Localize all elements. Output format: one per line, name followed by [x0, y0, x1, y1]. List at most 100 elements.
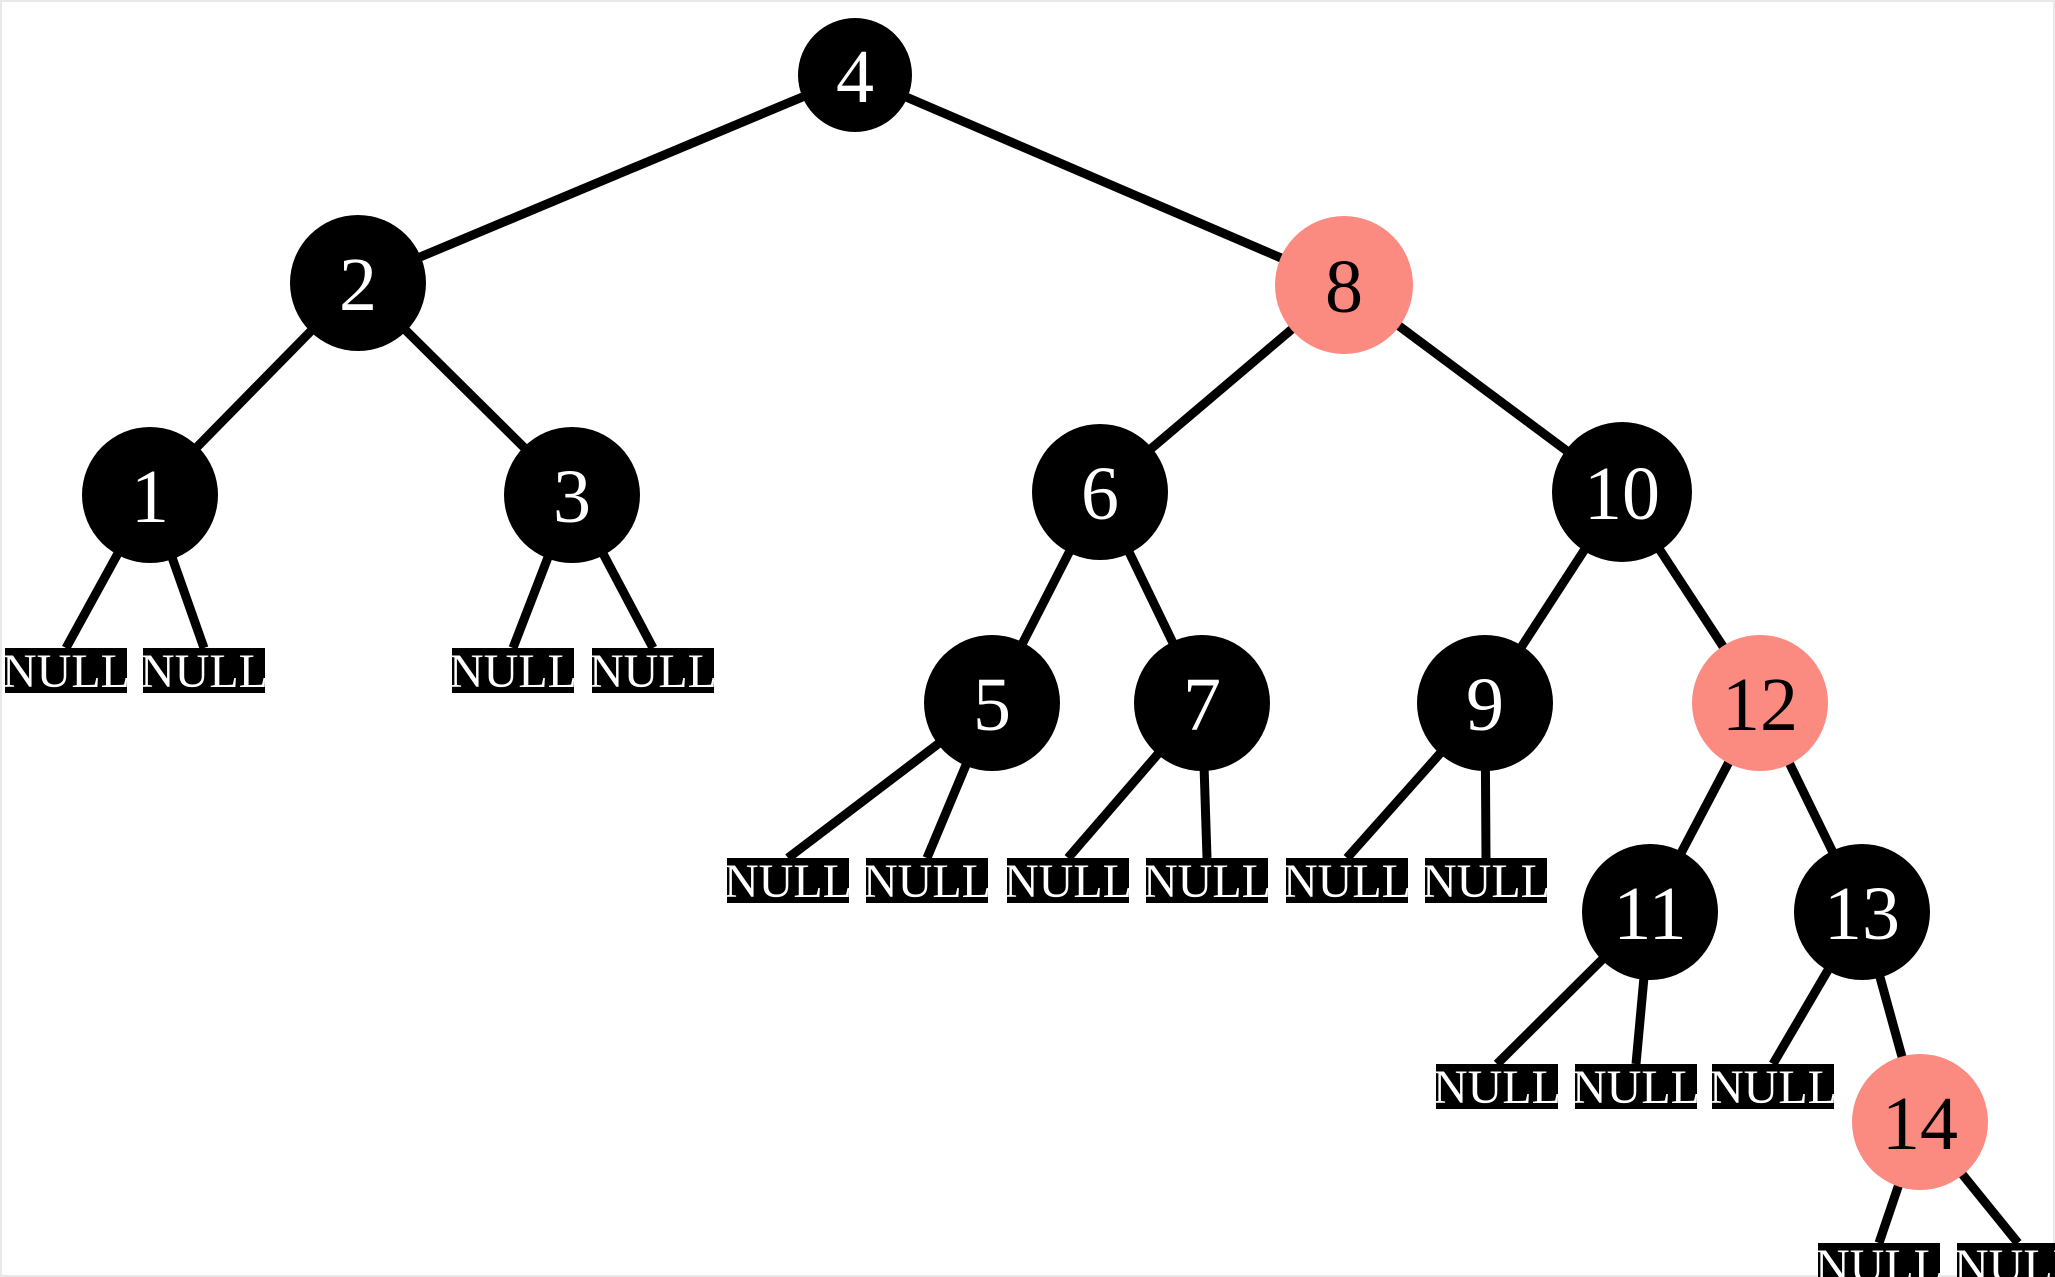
node-circle[interactable]: [1582, 844, 1718, 980]
tree-node-11[interactable]: 11: [1582, 844, 1718, 980]
tree-null-edge: [1493, 955, 1607, 1068]
tree-edge: [1395, 321, 1571, 455]
tree-node-8[interactable]: 8: [1275, 216, 1413, 354]
tree-edge: [1655, 546, 1728, 651]
node-key-label: 2: [339, 243, 377, 327]
null-leaf-box: [1146, 858, 1268, 903]
node-key-label: 14: [1882, 1082, 1958, 1166]
tree-null-edge: [1958, 1170, 2022, 1246]
node-key-label: 4: [836, 35, 874, 119]
tree-node-5[interactable]: 5: [924, 635, 1060, 771]
tree-edge: [1147, 324, 1296, 453]
tree-edge: [1875, 974, 1907, 1060]
node-circle[interactable]: [924, 635, 1060, 771]
null-leaf-label: NULL: [1422, 855, 1550, 908]
null-leaf-box: [1712, 1064, 1834, 1109]
tree-node-9[interactable]: 9: [1417, 635, 1553, 771]
null-leaf-label: NULL: [589, 645, 717, 698]
tree-null-edge: [1343, 749, 1445, 861]
tree-edge: [1784, 760, 1838, 855]
tree-node-1[interactable]: 1: [82, 427, 218, 563]
tree-node-7[interactable]: 7: [1134, 635, 1270, 771]
tree-null-edge: [785, 739, 943, 862]
tree-node-2[interactable]: 2: [290, 215, 426, 351]
null-leaf-box: [1007, 858, 1129, 903]
null-leaf-box: [1425, 858, 1547, 903]
node-circle[interactable]: [1417, 635, 1553, 771]
node-circle[interactable]: [1552, 422, 1692, 562]
tree-node-3[interactable]: 3: [504, 427, 640, 563]
null-leaf: NULL: [1004, 855, 1132, 908]
tree-node-13[interactable]: 13: [1794, 844, 1930, 980]
null-leaf-label: NULL: [1283, 855, 1411, 908]
tree-edge: [1018, 548, 1074, 647]
tree-null-edge: [1199, 768, 1212, 859]
node-key-label: 6: [1081, 452, 1119, 536]
node-circle[interactable]: [1275, 216, 1413, 354]
tree-edge: [417, 92, 807, 262]
node-circle[interactable]: [504, 427, 640, 563]
tree-node-12[interactable]: 12: [1692, 635, 1828, 771]
node-key-label: 7: [1183, 663, 1221, 747]
node-circle[interactable]: [1692, 635, 1828, 771]
node-key-label: 5: [973, 663, 1011, 747]
tree-edge: [1676, 759, 1734, 856]
null-leaf: NULL: [1709, 1061, 1837, 1114]
node-circle[interactable]: [1032, 424, 1168, 560]
null-leaf-box: [1286, 858, 1408, 903]
null-leaf-label: NULL: [724, 855, 852, 908]
node-key-label: 9: [1466, 663, 1504, 747]
tree-null-edge: [62, 550, 123, 651]
null-leaf-box: [592, 648, 714, 693]
null-leaf-label: NULL: [1572, 1061, 1700, 1114]
null-leaf-box: [866, 858, 988, 903]
tree-node-14[interactable]: 14: [1852, 1054, 1988, 1190]
null-leaf-label: NULL: [449, 645, 577, 698]
node-key-label: 11: [1613, 872, 1686, 956]
node-circle[interactable]: [1794, 844, 1930, 980]
tree-null-edge: [1631, 977, 1649, 1065]
null-leaf: NULL: [449, 645, 577, 698]
null-leaf-label: NULL: [1954, 1240, 2055, 1277]
tree-edge: [1517, 546, 1589, 651]
null-leaf: NULL: [1433, 1061, 1561, 1114]
null-leaf-box: [1575, 1064, 1697, 1109]
null-leaf-label: NULL: [1004, 855, 1132, 908]
tree-node-4[interactable]: 4: [798, 18, 912, 132]
tree-edge: [1124, 549, 1178, 646]
null-leaf-label: NULL: [1143, 855, 1271, 908]
tree-edge: [401, 326, 529, 452]
null-leaf: NULL: [1422, 855, 1550, 908]
node-circle[interactable]: [290, 215, 426, 351]
edges-layer: [62, 92, 2022, 1246]
null-leaf-label: NULL: [2, 645, 130, 698]
node-circle[interactable]: [798, 18, 912, 132]
null-leaf-label: NULL: [1433, 1061, 1561, 1114]
tree-null-edge: [598, 551, 657, 651]
tree-null-edge: [1064, 749, 1163, 861]
tree-null-edge: [167, 555, 209, 650]
tree-null-edge: [1874, 1183, 1904, 1245]
null-leaf-box: [1436, 1064, 1558, 1109]
null-leaf: NULL: [863, 855, 991, 908]
null-leaf-box: [727, 858, 849, 903]
tree-node-10[interactable]: 10: [1552, 422, 1692, 562]
null-leaf-box: [1957, 1243, 2055, 1277]
tree-node-6[interactable]: 6: [1032, 424, 1168, 560]
node-key-label: 3: [553, 455, 591, 539]
tree-edge: [193, 326, 315, 452]
node-circle[interactable]: [1134, 635, 1270, 771]
tree-null-edge: [1480, 768, 1491, 859]
null-leaf: NULL: [1572, 1061, 1700, 1114]
node-circle[interactable]: [1852, 1054, 1988, 1190]
node-circle[interactable]: [82, 427, 218, 563]
null-leaf: NULL: [1143, 855, 1271, 908]
null-leaf: NULL: [1815, 1240, 1943, 1277]
null-leaf-box: [5, 648, 127, 693]
null-leaf: NULL: [2, 645, 130, 698]
null-leaf-box: [452, 648, 574, 693]
null-leaf: NULL: [1954, 1240, 2055, 1277]
